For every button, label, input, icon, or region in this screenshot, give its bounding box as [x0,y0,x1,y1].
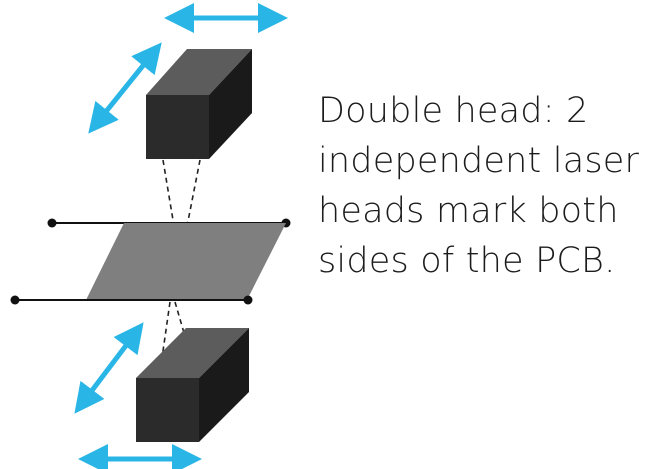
lower-head-top-face [136,328,249,378]
lower-diagonal-arrow [74,322,144,414]
lower-head-motion-arrows [74,322,202,469]
upper-head-side-face [209,49,252,159]
lower-head-front-face [136,378,199,442]
description-line-4: sides of the PCB. [318,241,616,281]
upper-diagonal-arrow [88,42,162,134]
description-line-2: independent laser [318,141,640,181]
upper-head-top-face [146,49,252,95]
lower-rail-left-end [10,295,20,305]
upper-head-motion-arrows [88,3,288,134]
pcb-board [86,223,286,300]
lower-rail-right-end [243,295,253,305]
upper-rail-left-end [47,218,57,228]
lower-head-side-face [199,328,249,442]
upper-laser-head [146,49,252,159]
lower-laser-head [136,328,249,442]
board-rails-lower [10,295,253,305]
double-head-description: Double head: 2 independent laser heads m… [318,86,648,286]
description-line-1: Double head: 2 [318,91,589,131]
upper-head-front-face [146,95,209,159]
description-line-3: heads mark both [318,191,619,231]
